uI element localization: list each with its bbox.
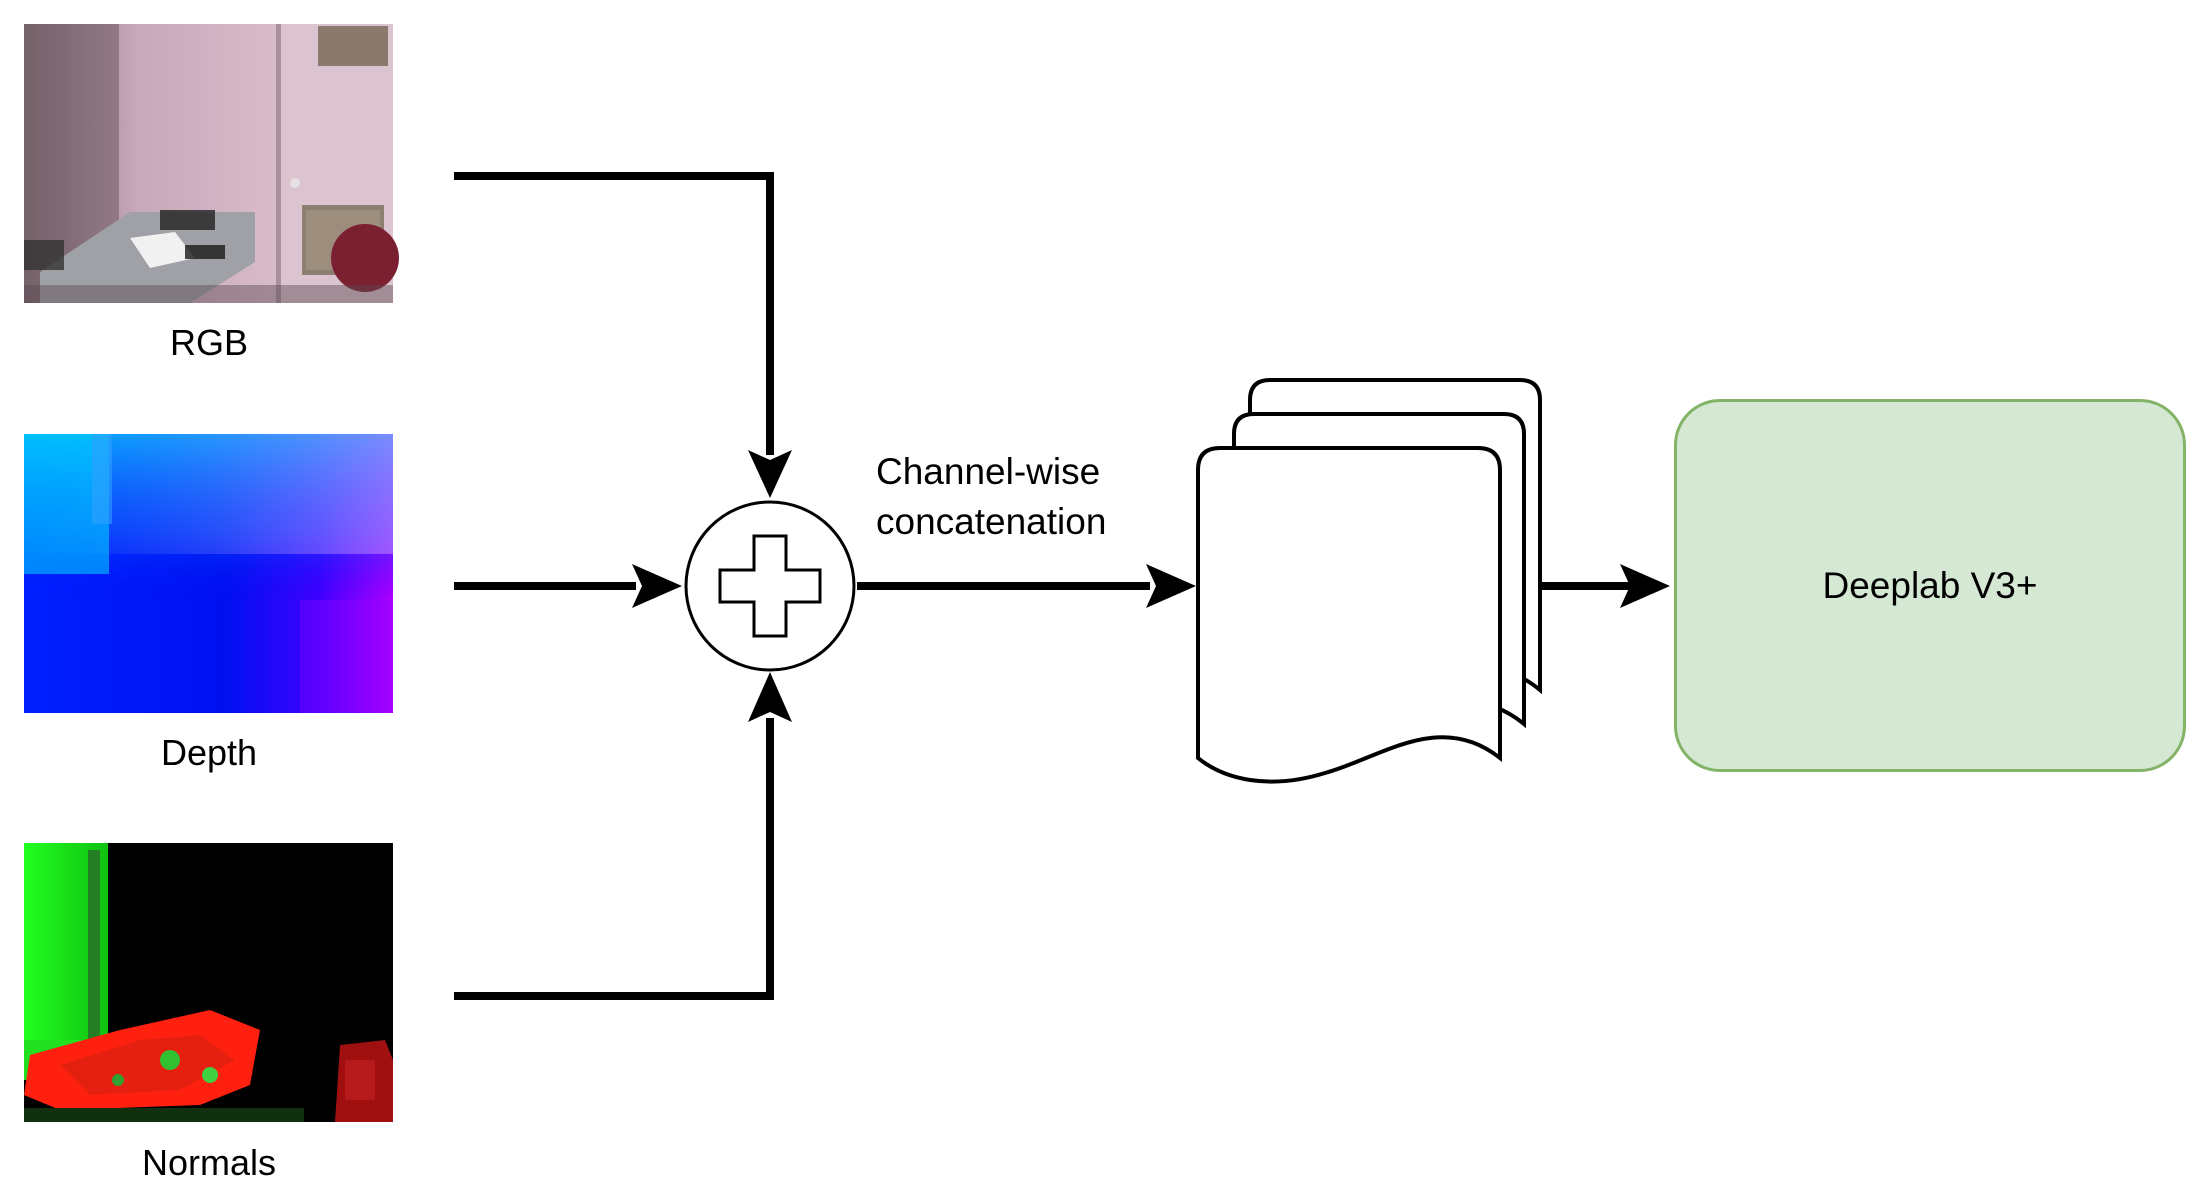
arrow-right-head-depth — [632, 564, 682, 608]
connector-lines — [454, 172, 1636, 1000]
concatenation-label: Channel-wise concatenation — [876, 451, 1107, 542]
deeplab-model-box: Deeplab V3+ — [1674, 399, 2186, 772]
depth-map-image — [24, 434, 393, 713]
depth-label: Depth — [160, 732, 258, 773]
deeplab-model-label: Deeplab V3+ — [1822, 564, 2038, 606]
arrow-up-head — [748, 672, 792, 722]
rgb-connector — [454, 172, 774, 455]
plus-circle-icon — [684, 500, 856, 672]
normals-connector — [454, 718, 774, 1000]
stacked-documents-icon — [1196, 378, 1542, 784]
arrow-right-head-model — [1620, 564, 1670, 608]
arrow-down-head — [748, 450, 792, 498]
surface-normals-image — [24, 843, 393, 1122]
rgb-image — [24, 24, 399, 303]
arrow-right-head-concat — [1146, 564, 1196, 608]
normals-label: Normals — [141, 1142, 276, 1183]
arrowheads — [632, 450, 1670, 722]
rgb-label: RGB — [169, 322, 248, 363]
